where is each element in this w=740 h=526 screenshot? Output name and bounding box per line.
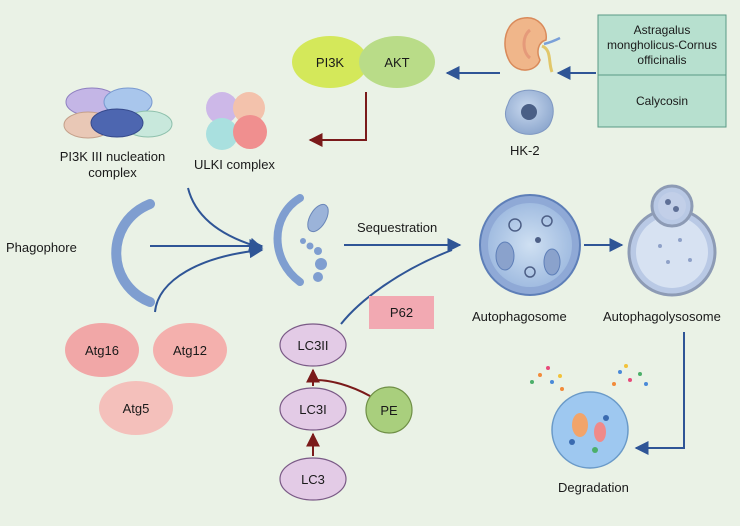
ulk-complex-label: ULKI complex [194, 157, 275, 172]
arrow-atg-to-sequestration [154, 244, 264, 313]
phagophore-label: Phagophore [6, 240, 77, 255]
lc3ii-label: LC3II [297, 337, 329, 353]
akt-label: AKT [384, 54, 410, 70]
ulk-complex-icon [206, 92, 267, 150]
lc3i-label: LC3I [299, 401, 327, 417]
lc3-node [279, 457, 347, 501]
kidney-icon [504, 17, 561, 73]
degradation-label: Degradation [558, 480, 629, 495]
lc3-label: LC3 [301, 471, 325, 487]
hk2-label: HK-2 [510, 143, 540, 158]
pe-node [365, 386, 413, 434]
phagophore-icon [111, 199, 155, 307]
degradation-icon [530, 364, 648, 469]
autophagosome-label: Autophagosome [472, 309, 567, 324]
atg16-node [65, 323, 139, 377]
atg12-label: Atg12 [173, 342, 207, 358]
arrow-akt-to-ulk [308, 92, 367, 147]
lc3i-node [279, 387, 347, 431]
pi3k-iii-complex-icon [63, 87, 173, 139]
pe-label: PE [380, 402, 398, 418]
arrow-pe-to-lc3ii [315, 379, 371, 397]
atg12-node [153, 323, 227, 377]
autophagolysosome-label: Autophagolysosome [603, 309, 721, 324]
pi3k-label: PI3K [315, 54, 345, 70]
calycosin-label: Calycosin [635, 94, 689, 108]
pi3k-node [292, 36, 368, 88]
herb-box [597, 14, 727, 128]
sequestration-label: Sequestration [357, 220, 438, 235]
herb-label: Astragalus mongholicus-Cornus officinali… [606, 22, 718, 67]
p62-label: P62 [389, 305, 414, 320]
autophagosome-icon [479, 194, 581, 296]
arrow-ulk-to-sequestration [187, 187, 264, 252]
p62-box [369, 296, 434, 329]
atg16-label: Atg16 [85, 342, 119, 358]
sequestration-icon [273, 194, 329, 286]
akt-node [359, 36, 435, 88]
pi3k-iii-complex-label: PI3K III nucleation complex [59, 149, 166, 180]
atg5-node [99, 381, 173, 435]
lc3ii-node [279, 323, 347, 367]
autophagolysosome-icon [627, 184, 717, 297]
arrow-to-degradation [634, 332, 685, 455]
hk2-cell-icon [504, 89, 554, 135]
atg5-label: Atg5 [122, 400, 150, 416]
arrow-lc3ii-to-sequestration [340, 249, 453, 325]
